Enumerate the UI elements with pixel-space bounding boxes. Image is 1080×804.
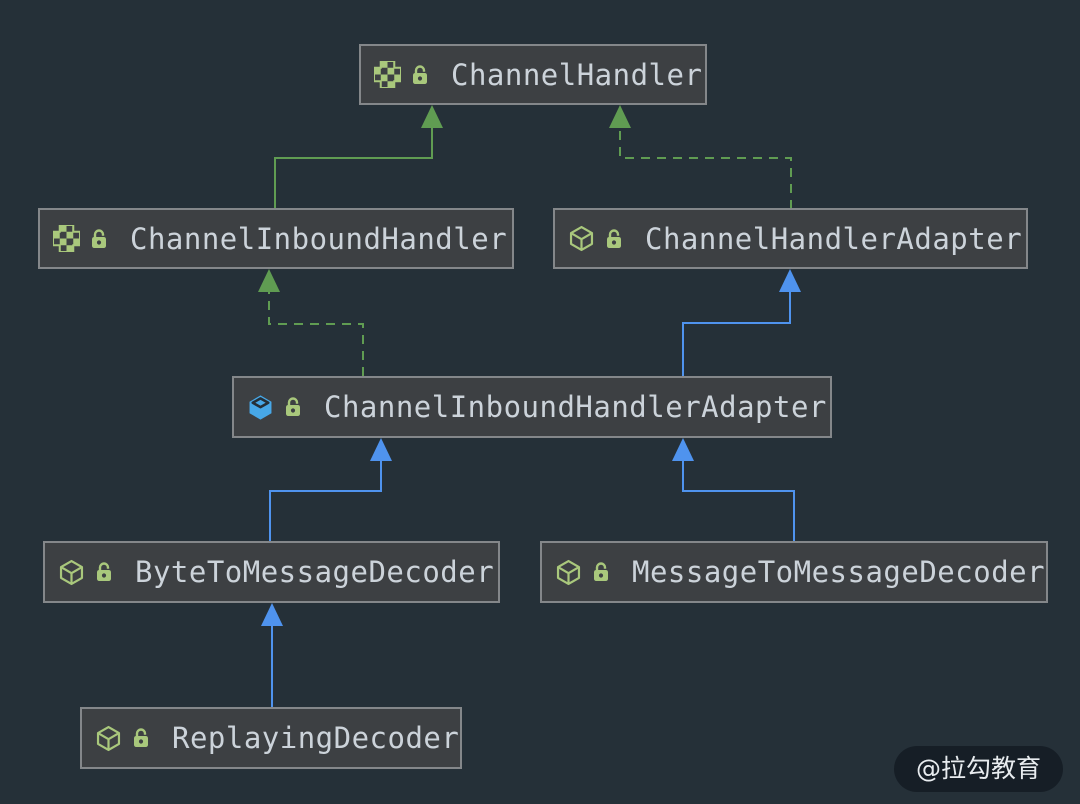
lock-icon bbox=[89, 227, 109, 251]
class-name-label: ChannelHandlerAdapter bbox=[645, 221, 1023, 256]
cube-class-icon-blue bbox=[247, 394, 274, 421]
lock-icon bbox=[283, 395, 303, 419]
arrowhead-icon bbox=[258, 269, 280, 292]
arrowhead-icon bbox=[672, 438, 694, 461]
inheritance-edge-ByteToMessageDecoder-to-ChannelInboundHandlerAdapter bbox=[269, 460, 382, 541]
watermark-badge: @拉勾教育 bbox=[893, 746, 1063, 792]
lock-icon bbox=[94, 560, 114, 584]
arrowhead-icon bbox=[779, 269, 801, 292]
lock-icon bbox=[591, 560, 611, 584]
class-name-label: ChannelInboundHandler bbox=[130, 221, 508, 256]
class-name-label: MessageToMessageDecoder bbox=[632, 555, 1046, 589]
cube-class-icon bbox=[568, 225, 595, 252]
checkered-plus-interface-icon bbox=[53, 225, 80, 252]
class-node-replayingdecoder[interactable]: ReplayingDecoder bbox=[80, 707, 462, 769]
lock-icon bbox=[131, 726, 151, 750]
class-node-bytetomessagedecoder[interactable]: ByteToMessageDecoder bbox=[43, 541, 500, 603]
class-name-label: ChannelHandler bbox=[451, 57, 703, 92]
class-name-label: ChannelInboundHandlerAdapter bbox=[324, 390, 827, 424]
cube-class-icon bbox=[58, 559, 85, 586]
inheritance-edge-ChannelHandlerAdapter-to-ChannelHandler bbox=[619, 127, 792, 209]
class-node-channelinboundhandleradapter[interactable]: ChannelInboundHandlerAdapter bbox=[232, 376, 832, 438]
class-node-channelhandleradapter[interactable]: ChannelHandlerAdapter bbox=[553, 208, 1028, 269]
class-node-channelinboundhandler[interactable]: ChannelInboundHandler bbox=[38, 208, 514, 269]
class-node-channelhandler[interactable]: ChannelHandler bbox=[359, 44, 707, 105]
arrowhead-icon bbox=[370, 438, 392, 461]
inheritance-edge-ChannelInboundHandlerAdapter-to-ChannelInboundHandler bbox=[268, 291, 364, 376]
arrowhead-icon bbox=[609, 105, 631, 128]
class-node-messagetomessagedecoder[interactable]: MessageToMessageDecoder bbox=[540, 541, 1048, 603]
inheritance-edge-ChannelInboundHandlerAdapter-to-ChannelHandlerAdapter bbox=[682, 291, 791, 376]
inheritance-edge-MessageToMessageDecoder-to-ChannelInboundHandlerAdapter bbox=[682, 460, 795, 541]
class-name-label: ByteToMessageDecoder bbox=[135, 555, 495, 589]
inheritance-edge-ChannelInboundHandler-to-ChannelHandler bbox=[274, 127, 433, 209]
arrowhead-icon bbox=[261, 603, 283, 626]
cube-class-icon bbox=[555, 559, 582, 586]
cube-class-icon bbox=[95, 725, 122, 752]
lock-icon bbox=[410, 63, 430, 87]
lock-icon bbox=[604, 227, 624, 251]
checkered-plus-interface-icon bbox=[374, 61, 401, 88]
class-name-label: ReplayingDecoder bbox=[172, 721, 460, 755]
arrowhead-icon bbox=[421, 105, 443, 128]
